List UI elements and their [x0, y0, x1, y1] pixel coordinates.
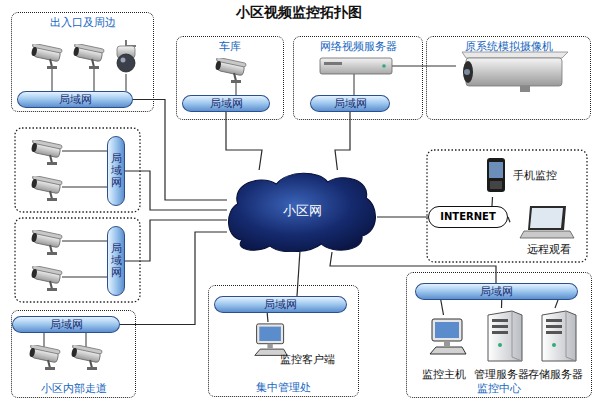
connector-line [555, 300, 558, 308]
group-box: 小区内部走道局域网 [11, 310, 136, 398]
lan-band: 局域网 [415, 283, 578, 300]
node-label: INTERNET [429, 211, 507, 224]
device-label: 存储服务器 [524, 368, 586, 382]
group-heading: 出入口及周边 [12, 16, 153, 30]
connector-line [335, 112, 350, 170]
lan-band: 局域网 [17, 91, 133, 108]
connector-line [441, 300, 444, 315]
group-heading: 原系统模拟摄像机 [427, 40, 590, 54]
dome-camera [117, 40, 136, 72]
group-heading: 车库 [177, 40, 283, 54]
connector-line [297, 252, 300, 296]
connector-line [330, 252, 496, 283]
device-node: 监控客户端 [246, 322, 346, 367]
group-box: 车库局域网 [176, 36, 284, 120]
group-heading: 网络视频服务器 [294, 40, 422, 54]
connector-line [377, 216, 428, 217]
connector-line [120, 232, 227, 325]
node-label: 局域网 [111, 243, 122, 279]
server-tower [542, 311, 576, 361]
node-label: 局域网 [416, 285, 577, 299]
connector-line [133, 100, 227, 201]
device-node: 远程观看 [510, 203, 588, 258]
group-outline [15, 128, 587, 302]
camera-wire [44, 66, 456, 347]
device-label: 远程观看 [510, 243, 588, 257]
client-computer [255, 324, 287, 356]
group-box: 出入口及周边局域网 [11, 12, 154, 112]
node-label: 局域网 [311, 97, 389, 111]
node-label: 局域网 [215, 298, 346, 312]
device-label: 监控客户端 [280, 353, 335, 367]
device-node: 存储服务器 [524, 308, 586, 383]
group-box: 监控中心 局域网监控主机管理服务器存储服务器 [406, 272, 592, 398]
node-label: 局域网 [183, 97, 269, 111]
connector-line [501, 300, 502, 308]
group-box: 原系统模拟摄像机 [426, 36, 591, 120]
node-label: 局域网 [18, 93, 132, 107]
device-label: 管理服务器 [469, 368, 534, 382]
device-label: 监控主机 [411, 368, 476, 382]
group-box: 集中管理处 局域网监控客户端 [208, 285, 359, 397]
lan-band: 局域网 [107, 136, 125, 206]
node-label: 局域网 [111, 153, 122, 189]
internet-pill: INTERNET [428, 206, 508, 228]
lan-band: 局域网 [310, 95, 390, 112]
host-computer [430, 319, 466, 354]
connector-line [125, 220, 227, 261]
node-label: 局域网 [13, 318, 119, 332]
lan-band: 局域网 [107, 226, 125, 296]
device-node: 监控主机 [411, 315, 476, 383]
group-box: 网络视频服务器局域网 [293, 36, 423, 120]
node-label: 小区网 [227, 203, 377, 219]
lan-band: 局域网 [12, 316, 120, 333]
device-label: 手机监控 [513, 169, 557, 183]
group-heading: 监控中心 [407, 382, 591, 396]
lan-band: 局域网 [182, 95, 270, 112]
server-tower [488, 311, 522, 361]
device-node: 管理服务器 [469, 308, 534, 383]
group-heading: 集中管理处 [209, 381, 358, 395]
connector-line [125, 171, 227, 210]
laptop [520, 206, 574, 238]
network-cloud: 小区网 [227, 170, 377, 252]
group-heading: 小区内部走道 [12, 382, 135, 396]
connector-line [267, 313, 269, 322]
mobile-phone [487, 158, 505, 192]
connector-line [226, 112, 262, 170]
analog-camera [462, 52, 568, 92]
lan-band: 局域网 [214, 296, 347, 313]
connector-line [491, 197, 493, 206]
connector-line [508, 217, 510, 222]
device-node: 手机监控 [483, 155, 578, 197]
video-server-device [320, 58, 392, 74]
